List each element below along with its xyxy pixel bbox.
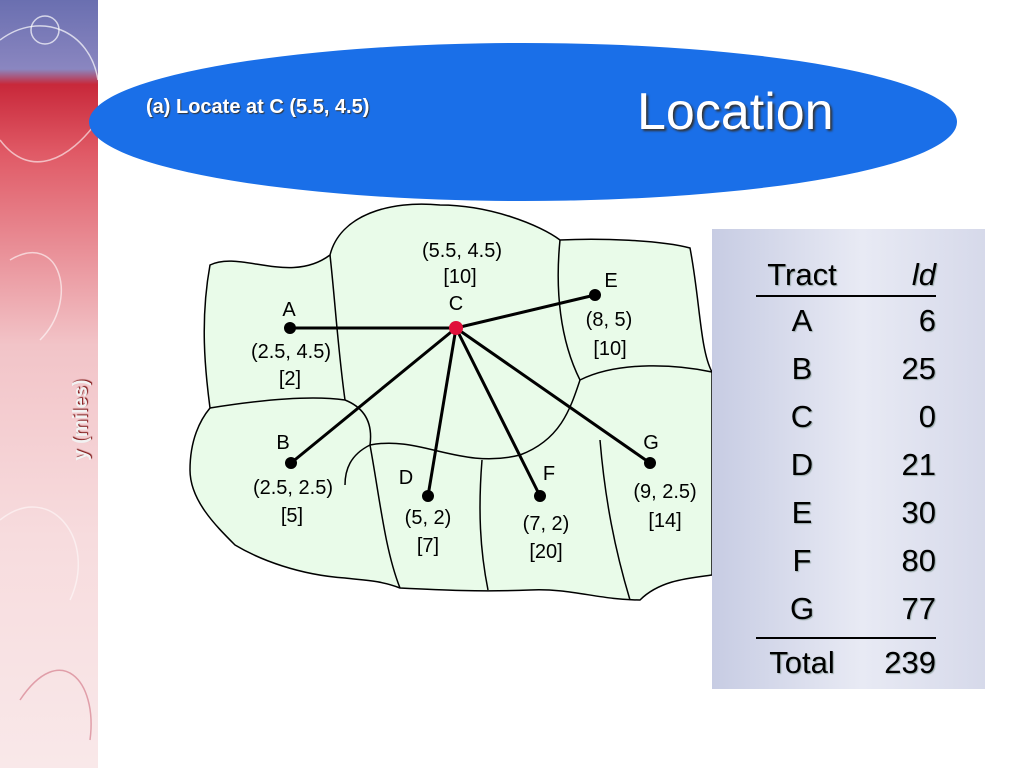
total-value: 239 — [884, 645, 936, 680]
connection-lines — [290, 293, 651, 497]
header-ld: ld — [911, 257, 936, 292]
label-c-load: [10] — [443, 266, 476, 288]
table-total-row: Total 239 — [756, 637, 936, 687]
label-g-id: G — [643, 432, 659, 454]
label-b-coord: (2.5, 2.5) — [253, 477, 333, 499]
label-b-load: [5] — [281, 505, 303, 527]
map-outline — [189, 203, 713, 601]
label-f-load: [20] — [529, 541, 562, 563]
header-tract: Tract — [767, 257, 837, 292]
cell-tract: G — [789, 591, 815, 626]
label-f-id: F — [543, 463, 555, 485]
cell-ld: 30 — [901, 495, 936, 530]
cell-ld: 21 — [901, 447, 936, 482]
label-e-id: E — [604, 270, 617, 292]
cell-ld: 80 — [901, 543, 936, 578]
cell-ld: 0 — [918, 399, 936, 434]
title-banner — [89, 43, 957, 201]
table-row: D 21 — [756, 441, 936, 489]
table-row: B 25 — [756, 345, 936, 393]
cell-ld: 77 — [901, 591, 936, 626]
slide-subtitle: (a) Locate at C (5.5, 4.5) — [146, 96, 370, 118]
label-a-coord: (2.5, 4.5) — [251, 341, 331, 363]
point-f — [534, 490, 546, 502]
point-b — [285, 457, 297, 469]
cell-tract: F — [792, 543, 812, 578]
label-a-load: [2] — [279, 368, 301, 390]
label-c-coord: (5.5, 4.5) — [422, 240, 502, 262]
decorative-sidebar: y (miles) — [0, 0, 98, 768]
cell-tract: B — [791, 351, 813, 386]
line-c-f — [454, 327, 542, 497]
label-d-id: D — [399, 467, 413, 489]
line-c-d — [426, 327, 458, 497]
cell-ld: 6 — [918, 303, 936, 338]
point-e — [589, 289, 601, 301]
total-label: Total — [769, 645, 835, 680]
table-row: E 30 — [756, 489, 936, 537]
label-g-coord: (9, 2.5) — [633, 481, 696, 503]
cell-tract: D — [790, 447, 814, 482]
banner-ellipse — [89, 43, 957, 201]
label-d-load: [7] — [417, 535, 439, 557]
cell-ld: 25 — [901, 351, 936, 386]
line-c-b — [290, 326, 457, 465]
tract-map: (5.5, 4.5) [10] C A (2.5, 4.5) [2] B (2.… — [189, 203, 713, 601]
label-g-load: [14] — [648, 510, 681, 532]
label-e-load: [10] — [593, 338, 626, 360]
label-f-coord: (7, 2) — [523, 513, 570, 535]
cell-tract: C — [790, 399, 814, 434]
label-d-coord: (5, 2) — [405, 507, 452, 529]
cell-tract: E — [791, 495, 813, 530]
cell-tract: A — [791, 303, 813, 338]
label-e-coord: (8, 5) — [586, 309, 633, 331]
label-c-id: C — [449, 293, 463, 315]
line-c-e — [455, 293, 596, 330]
point-c-center — [449, 321, 463, 335]
table-row: G 77 — [756, 585, 936, 633]
y-axis-label: y (miles) — [70, 379, 92, 461]
table-row: F 80 — [756, 537, 936, 585]
point-g — [644, 457, 656, 469]
table-header-row: Tract ld — [756, 255, 936, 297]
point-a — [284, 322, 296, 334]
sidebar-art — [0, 0, 98, 768]
label-a-id: A — [282, 299, 296, 321]
slide-title: Location — [637, 83, 834, 141]
point-d — [422, 490, 434, 502]
label-b-id: B — [276, 432, 289, 454]
line-c-g — [455, 326, 651, 465]
